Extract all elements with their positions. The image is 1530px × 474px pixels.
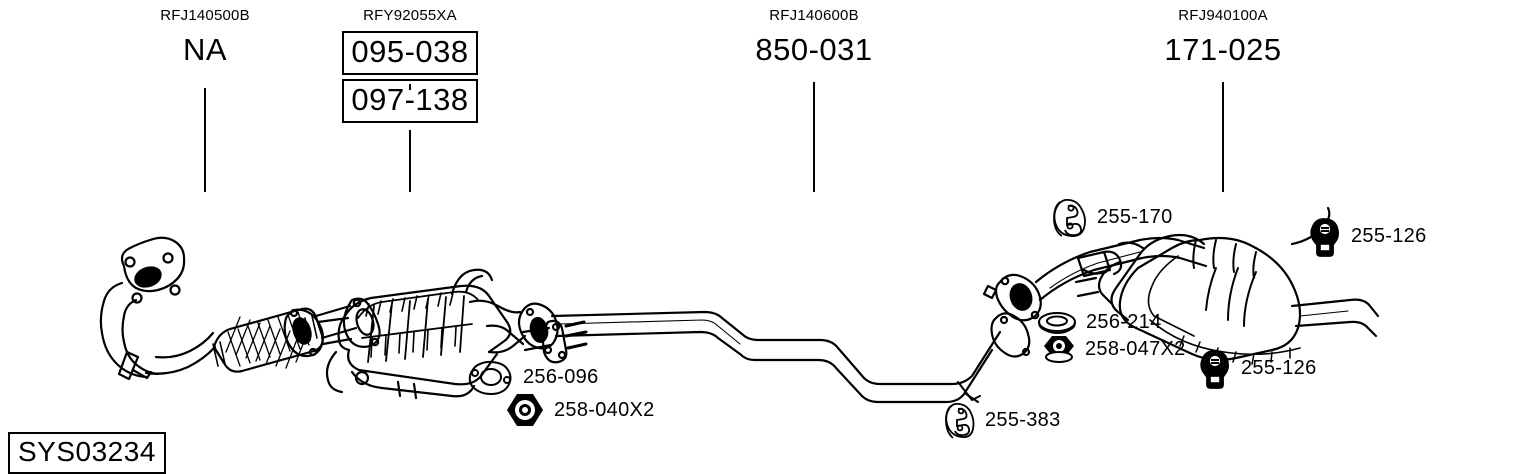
part-ref-number: 850-031 bbox=[755, 32, 873, 67]
ring-gasket-icon bbox=[1038, 312, 1076, 335]
leader-line-rear-silencer bbox=[1222, 82, 1224, 192]
callout-255-383: 255-383 bbox=[944, 402, 1061, 439]
oval-flange-gasket-icon bbox=[468, 360, 512, 396]
hex-nut-icon bbox=[507, 394, 543, 426]
rubber-mount-icon bbox=[1310, 218, 1340, 257]
part-code: RFJ140500B bbox=[160, 7, 250, 24]
flange-nut-icon bbox=[1044, 336, 1074, 363]
header-group-centre-pipe: RFJ140600B 850-031 bbox=[714, 7, 914, 69]
rubber-mount-icon bbox=[1200, 350, 1230, 389]
leader-line-front-pipe bbox=[204, 88, 206, 192]
callout-label: 256-214 bbox=[1086, 311, 1162, 333]
rubber-hanger-icon bbox=[945, 402, 975, 439]
part-code: RFJ940100A bbox=[1178, 7, 1268, 24]
system-id-box: SYS03234 bbox=[8, 432, 166, 474]
rear-silencer-artwork bbox=[982, 206, 1380, 365]
leader-line-catalytic-converter bbox=[409, 130, 411, 192]
callout-label: 256-096 bbox=[523, 366, 599, 388]
header-group-rear-silencer: RFJ940100A 171-025 bbox=[1123, 7, 1323, 69]
callout-258-040X2: 258-040X2 bbox=[505, 391, 655, 429]
leader-line-centre-pipe bbox=[813, 82, 815, 192]
callout-255-126-lower: 255-126 bbox=[1200, 349, 1317, 389]
callout-label: 255-383 bbox=[985, 409, 1061, 431]
rubber-hanger-icon bbox=[1053, 199, 1086, 237]
callout-258-047X2: 258-047X2 bbox=[1042, 334, 1186, 364]
front-pipe-artwork bbox=[99, 236, 381, 381]
callout-255-170: 255-170 bbox=[1052, 198, 1173, 237]
part-code: RFY92055XA bbox=[363, 7, 457, 24]
callout-label: 255-170 bbox=[1097, 206, 1173, 228]
callout-label: 255-126 bbox=[1241, 357, 1317, 379]
part-ref-number: NA bbox=[182, 32, 228, 67]
header-group-front-pipe: RFJ140500B NA bbox=[105, 7, 305, 69]
callout-label: 258-040X2 bbox=[554, 399, 655, 421]
callout-255-126-upper: 255-126 bbox=[1310, 217, 1427, 257]
callout-256-096: 256-096 bbox=[466, 360, 599, 396]
leader-line-box-connector bbox=[409, 84, 411, 90]
callout-label: 258-047X2 bbox=[1085, 338, 1186, 360]
part-ref-number: 095-038 bbox=[342, 31, 478, 75]
centre-pipe-artwork bbox=[517, 302, 1031, 404]
callout-256-214: 256-214 bbox=[1037, 310, 1162, 335]
callout-label: 255-126 bbox=[1351, 225, 1427, 247]
part-code: RFJ140600B bbox=[769, 7, 859, 24]
part-ref-number: 171-025 bbox=[1164, 32, 1282, 67]
